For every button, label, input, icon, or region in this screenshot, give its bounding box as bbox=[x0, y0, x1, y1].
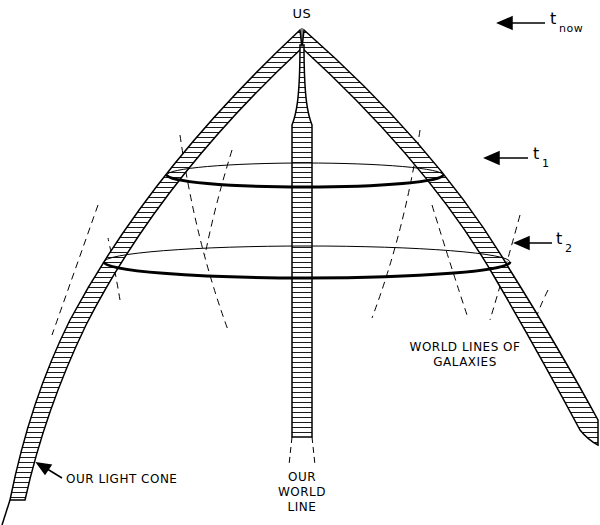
light-cone-label: OUR LIGHT CONE bbox=[66, 472, 177, 487]
time-slice bbox=[167, 163, 443, 175]
time-slice bbox=[104, 246, 510, 262]
time-subscript: 2 bbox=[565, 241, 573, 256]
time-subscript: now bbox=[559, 21, 583, 36]
world-line-label: OUR WORLD LINE bbox=[271, 470, 333, 515]
light-cone-band bbox=[10, 30, 302, 500]
time-symbol: t bbox=[533, 146, 540, 161]
world-line-band bbox=[292, 45, 312, 437]
time-arrows bbox=[37, 17, 552, 478]
galaxies-label: WORLD LINES OF GALAXIES bbox=[400, 340, 530, 370]
time-symbol: t bbox=[550, 11, 557, 26]
light-cone-band bbox=[302, 30, 598, 445]
time-subscript: 1 bbox=[542, 156, 550, 171]
time-symbol: t bbox=[556, 231, 563, 246]
apex-label: US bbox=[293, 6, 312, 21]
